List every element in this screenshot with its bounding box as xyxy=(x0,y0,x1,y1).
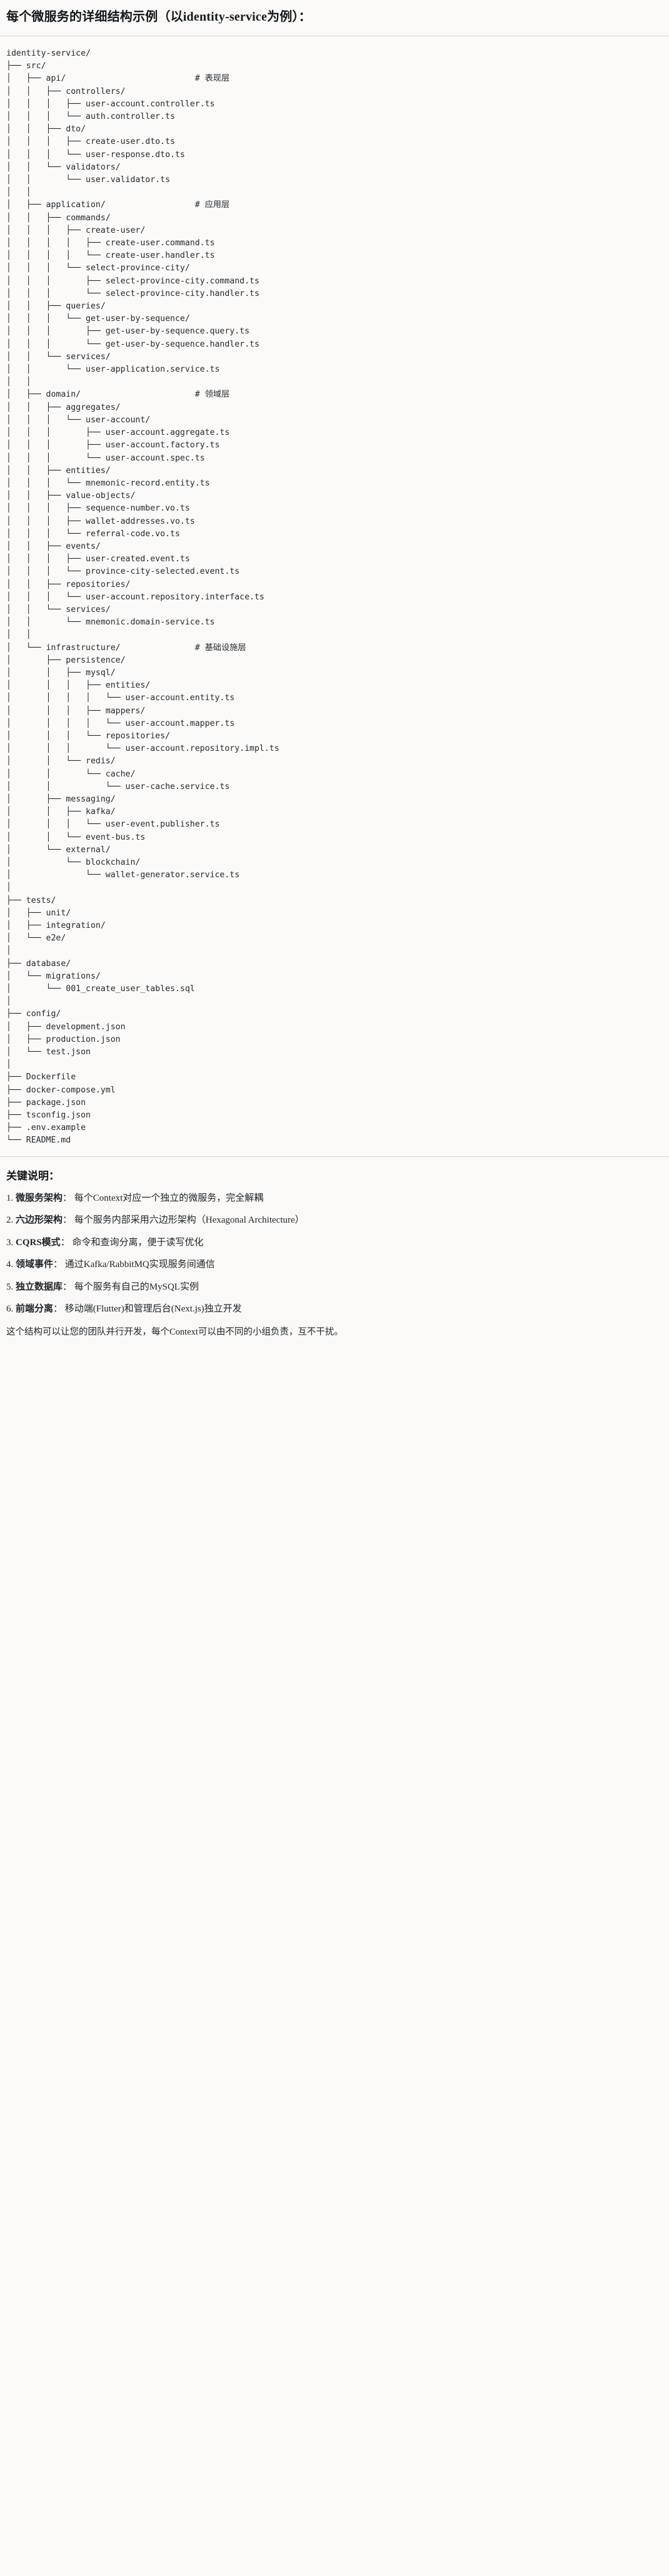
note-number: 1. xyxy=(6,1193,14,1203)
note-separator: ： xyxy=(60,1237,70,1248)
note-description: 每个服务内部采用六边形架构（Hexagonal Architecture） xyxy=(74,1215,304,1226)
note-term: 前端分离 xyxy=(16,1304,54,1315)
list-item: 2. 六边形架构： 每个服务内部采用六边形架构（Hexagonal Archit… xyxy=(6,1213,663,1228)
note-term: CQRS模式 xyxy=(16,1237,61,1248)
note-number: 3. xyxy=(6,1237,14,1248)
note-separator: ： xyxy=(63,1281,73,1292)
closing-paragraph: 这个结构可以让您的团队并行开发，每个Context可以由不同的小组负责，互不干扰… xyxy=(6,1326,343,1337)
list-item: 1. 微服务架构： 每个Context对应一个独立的微服务，完全解耦 xyxy=(6,1191,663,1206)
note-term: 独立数据库 xyxy=(16,1281,63,1292)
note-description: 每个Context对应一个独立的微服务，完全解耦 xyxy=(74,1193,264,1203)
page-title: 每个微服务的详细结构示例（以identity-service为例）： xyxy=(6,10,311,24)
directory-tree: identity-service/ ├── src/ │ ├── api/ # … xyxy=(6,49,279,1146)
note-description: 通过Kafka/RabbitMQ实现服务间通信 xyxy=(64,1260,215,1270)
list-item: 4. 领域事件： 通过Kafka/RabbitMQ实现服务间通信 xyxy=(6,1258,663,1272)
directory-tree-section: identity-service/ ├── src/ │ ├── api/ # … xyxy=(0,36,669,1157)
note-description: 每个服务有自己的MySQL实例 xyxy=(74,1281,199,1292)
note-separator: ： xyxy=(63,1193,73,1203)
note-separator: ： xyxy=(53,1260,63,1270)
key-notes-list: 1. 微服务架构： 每个Context对应一个独立的微服务，完全解耦 2. 六边… xyxy=(6,1191,663,1316)
note-description: 命令和查询分离，便于读写优化 xyxy=(72,1237,204,1248)
note-number: 2. xyxy=(6,1215,14,1226)
list-item: 3. CQRS模式： 命令和查询分离，便于读写优化 xyxy=(6,1236,663,1250)
note-term: 六边形架构 xyxy=(16,1215,63,1226)
note-term: 微服务架构 xyxy=(16,1193,63,1203)
document-page: 每个微服务的详细结构示例（以identity-service为例）： ident… xyxy=(0,0,669,1352)
note-description: 移动端(Flutter)和管理后台(Next.js)独立开发 xyxy=(64,1304,242,1315)
title-section: 每个微服务的详细结构示例（以identity-service为例）： xyxy=(0,0,669,36)
key-notes-section: 关键说明： 1. 微服务架构： 每个Context对应一个独立的微服务，完全解耦… xyxy=(0,1157,669,1352)
note-number: 6. xyxy=(6,1304,14,1315)
note-term: 领域事件 xyxy=(16,1260,54,1270)
key-notes-heading: 关键说明： xyxy=(6,1169,59,1182)
note-separator: ： xyxy=(53,1304,63,1315)
note-number: 5. xyxy=(6,1281,14,1292)
note-separator: ： xyxy=(63,1215,73,1226)
list-item: 6. 前端分离： 移动端(Flutter)和管理后台(Next.js)独立开发 xyxy=(6,1302,663,1316)
note-number: 4. xyxy=(6,1260,14,1270)
list-item: 5. 独立数据库： 每个服务有自己的MySQL实例 xyxy=(6,1280,663,1295)
